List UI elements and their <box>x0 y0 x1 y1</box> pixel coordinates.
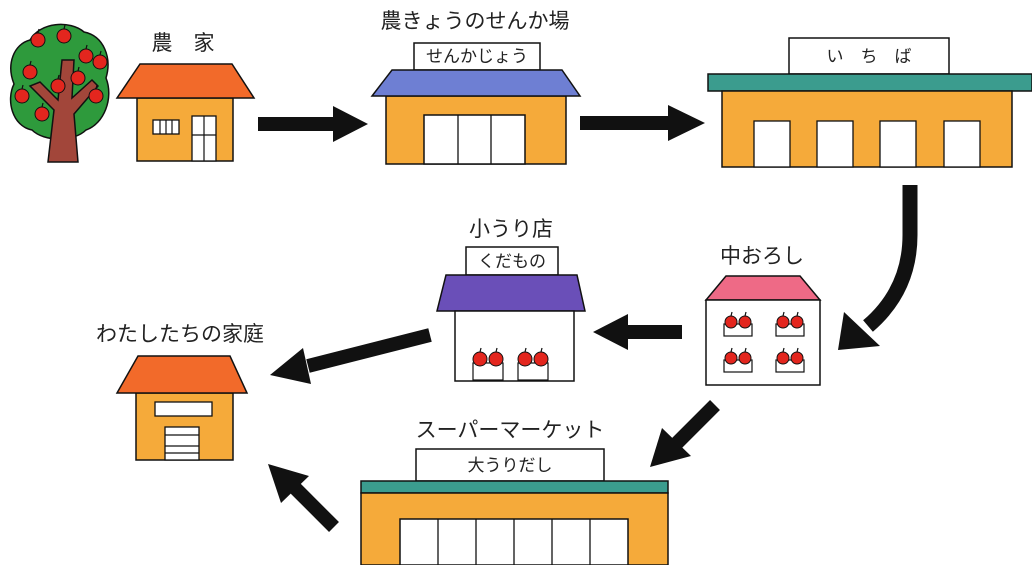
sorting-sign-box <box>413 42 541 71</box>
wholesaler-roof <box>704 275 822 301</box>
farmer-house-wall <box>136 97 234 162</box>
apple-tree-icon <box>9 23 110 163</box>
farmer-house-roof <box>115 63 256 99</box>
farmer-house <box>115 63 256 162</box>
apple-icon <box>488 347 504 367</box>
arrow-down-left-icon <box>650 428 691 467</box>
market-building: い ち ば <box>707 37 1032 168</box>
arrow-wholesaler-to-retail <box>593 314 682 350</box>
arrow-retail-to-home <box>270 328 432 384</box>
arrow-right-icon <box>668 105 705 141</box>
apple-icon <box>738 311 752 329</box>
home-label: わたしたちの家庭 <box>96 322 264 346</box>
home-window <box>154 401 213 417</box>
wholesaler-label: 中おろし <box>720 244 804 268</box>
market-door-1 <box>753 120 791 168</box>
home-roof <box>115 355 249 394</box>
arrow-down-left-icon <box>838 312 880 350</box>
retail-label: 小うり店 <box>469 217 553 241</box>
apple-icon <box>88 84 104 104</box>
tree-apples <box>14 24 108 122</box>
sorting-facility-door <box>423 114 526 165</box>
apple-icon <box>34 102 50 122</box>
apple-icon <box>14 84 30 104</box>
arrow-sorting-to-market <box>580 105 705 141</box>
home-door <box>164 426 200 461</box>
supermarket-sign-box <box>415 448 605 482</box>
market-sign-text: い ち ば <box>827 47 912 67</box>
apple-icon <box>517 347 533 367</box>
apple-icon <box>22 60 38 80</box>
supermarket-label: スーパーマーケット <box>416 418 605 442</box>
apple-icon <box>50 74 66 94</box>
supermarket-doors <box>399 518 629 565</box>
apple-icon <box>790 311 804 329</box>
arrow-left-icon <box>270 348 311 384</box>
retail-sign-text: くだもの <box>478 252 546 272</box>
fruit-crate <box>472 362 504 381</box>
apple-icon <box>776 347 790 365</box>
apple-icon <box>790 347 804 365</box>
apple-icon <box>56 24 72 44</box>
apple-icon <box>533 347 549 367</box>
arrow-farmer-to-sorting <box>258 106 368 142</box>
apple-icon <box>776 311 790 329</box>
apple-icon <box>70 66 86 86</box>
apple-icon <box>78 44 94 64</box>
market-door-4 <box>943 120 981 168</box>
wholesaler-crates <box>723 311 805 373</box>
supermarket-building: 大うりだし <box>360 448 669 565</box>
home-house <box>115 355 249 461</box>
arrow-left-icon <box>593 314 628 350</box>
sorting-facility: せんかじょう <box>370 42 582 165</box>
apple-icon <box>724 311 738 329</box>
arrow-up-left-icon <box>268 464 309 503</box>
wholesaler-building <box>704 275 822 386</box>
apple-icon <box>738 347 752 365</box>
tree-trunk <box>28 59 100 163</box>
retail-shop: くだもの <box>436 246 586 382</box>
arrow-right-icon <box>333 106 368 142</box>
arrow-market-to-wholesaler <box>838 185 918 350</box>
sorting-facility-roof <box>370 69 582 97</box>
apple-icon <box>472 347 488 367</box>
market-roof <box>707 73 1032 92</box>
farmer-label: 農 家 <box>152 31 215 55</box>
arrow-supermarket-to-home <box>268 464 339 532</box>
supermarket-sign-text: 大うりだし <box>468 456 553 476</box>
retail-roof <box>436 274 586 312</box>
sorting-label: 農きょうのせんか場 <box>381 9 570 33</box>
sorting-sign-text: せんかじょう <box>426 47 528 67</box>
retail-sign-box <box>465 246 559 276</box>
market-door-3 <box>879 120 917 168</box>
retail-fruit-display <box>472 347 549 381</box>
apple-icon <box>92 50 108 70</box>
apple-icon <box>30 28 46 48</box>
supermarket-roof <box>360 480 669 494</box>
apple-icon <box>724 347 738 365</box>
arrow-wholesaler-to-supermarket <box>650 400 720 467</box>
market-door-2 <box>816 120 854 168</box>
fruit-crate <box>517 362 549 381</box>
